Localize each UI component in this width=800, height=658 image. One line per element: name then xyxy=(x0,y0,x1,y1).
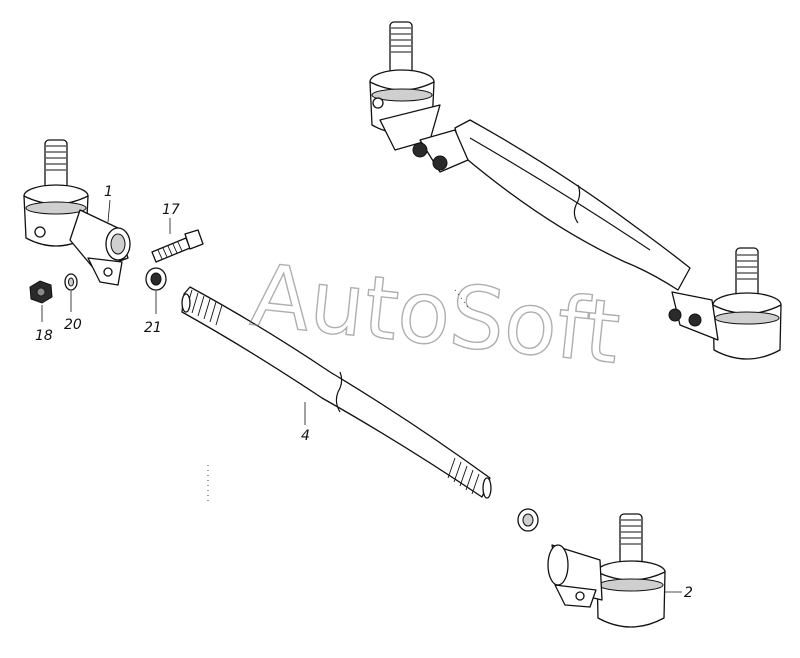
callout-17: 17 xyxy=(162,202,180,218)
bolt-17 xyxy=(151,229,204,263)
callout-1: 1 xyxy=(104,184,113,200)
assembled-clamp-bolts xyxy=(412,129,469,173)
callout-4: 4 xyxy=(301,428,310,444)
washer-21 xyxy=(145,267,167,291)
assembled-rod-body xyxy=(454,119,691,291)
washer-20 xyxy=(64,273,78,291)
washer-rod-end xyxy=(517,508,539,532)
assembled-left-ball-joint xyxy=(369,21,469,173)
tie-rod-end-2 xyxy=(547,513,666,628)
callout-18: 18 xyxy=(35,328,53,344)
callout-2: 2 xyxy=(684,585,693,601)
assembled-tie-rod xyxy=(369,21,782,360)
callout-20: 20 xyxy=(64,317,82,333)
assembled-right-ball-joint xyxy=(668,247,782,360)
callout-21: 21 xyxy=(144,320,162,336)
tie-rod-end-1 xyxy=(23,139,131,286)
nut-18 xyxy=(29,280,53,304)
rod-4 xyxy=(181,286,492,499)
